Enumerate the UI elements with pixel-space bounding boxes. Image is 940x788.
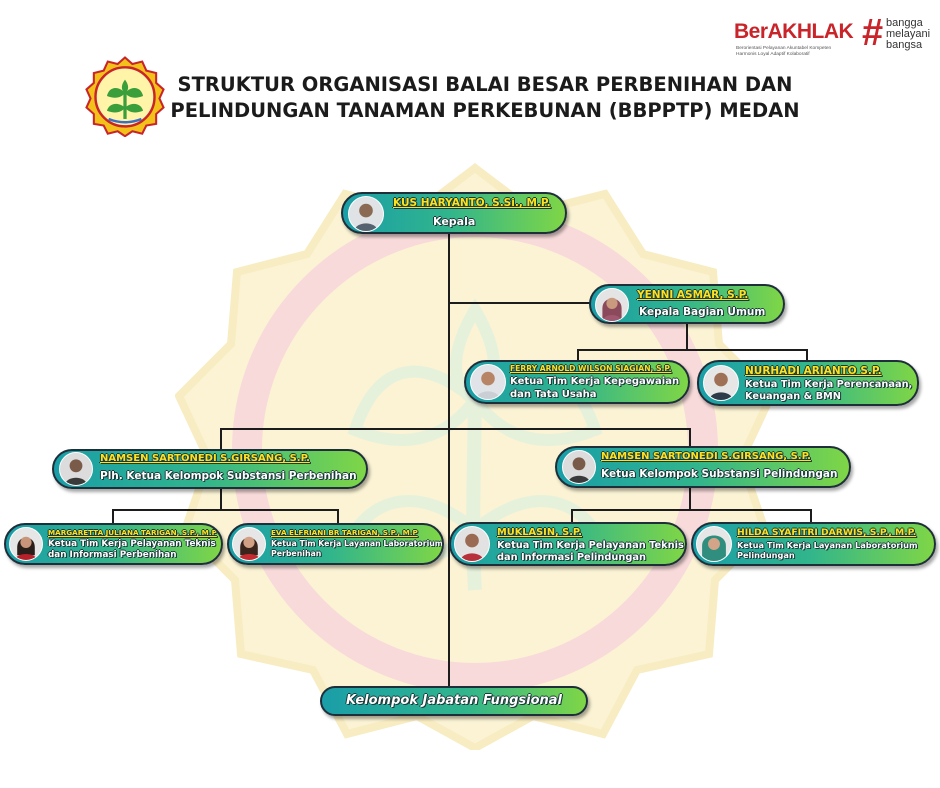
brand-name: BerAKHLAK <box>734 20 854 43</box>
avatar-photo <box>59 452 93 486</box>
node-ks-perbenihan: NAMSEN SARTONEDI S.GIRSANG, S.P. Plh. Ke… <box>52 449 368 489</box>
connector-pelindungan-down <box>689 486 691 510</box>
role-line-1: Ketua Tim Kerja Kepegawaian <box>510 376 680 387</box>
connector-pelindungan-branch <box>571 509 811 511</box>
connector-main-trunk <box>448 232 450 688</box>
avatar-photo <box>562 450 596 484</box>
berakhlak-logo: BerAKHLAK Berorientasi Pelayanan Akuntab… <box>734 12 934 60</box>
connector-to-kabag <box>448 302 592 304</box>
brand-tagline-2: Harmonis Loyal Adaptif Kolaboratif <box>736 52 810 57</box>
avatar-photo <box>232 527 266 561</box>
connector-to-perencanaan <box>806 349 808 363</box>
avatar-photo <box>9 527 43 561</box>
fungsional-label: Kelompok Jabatan Fungsional <box>345 693 563 708</box>
node-ks-pelindungan: NAMSEN SARTONEDI S.GIRSANG, S.P. Ketua K… <box>555 446 851 488</box>
brand-word-bangga: bangga <box>886 17 923 29</box>
node-kepala-bagian-umum: YENNI ASMAR, S.P. Kepala Bagian Umum <box>589 284 785 324</box>
node-kelompok-jabatan-fungsional: Kelompok Jabatan Fungsional <box>320 686 588 716</box>
connector-to-lab-perbenihan <box>337 509 339 525</box>
connector-kabag-down <box>686 322 688 350</box>
node-timker-yantek-pelindungan: MUKLASIN, S.P. Ketua Tim Kerja Pelayanan… <box>449 522 687 566</box>
connector-to-yantek-pelindungan <box>571 509 573 524</box>
connector-to-lab-pelindungan <box>810 509 812 524</box>
node-timker-lab-pelindungan: HILDA SYAFITRI DARWIS, S.P., M.P. Ketua … <box>691 522 936 566</box>
connector-to-ks-perbenihan <box>220 428 222 450</box>
person-name: YENNI ASMAR, S.P. <box>637 289 749 301</box>
page-title: STRUKTUR ORGANISASI BALAI BESAR PERBENIH… <box>160 72 810 124</box>
connector-substansi-branch <box>220 428 690 430</box>
avatar-photo <box>703 365 739 401</box>
avatar-photo <box>470 364 506 400</box>
role-line-1: Ketua Tim Kerja Layanan Laboratorium <box>271 539 443 548</box>
connector-to-kepegawaian <box>577 349 579 363</box>
node-timker-lab-perbenihan: EVA ELFRIANI BR TARIGAN, S.P., M.P Ketua… <box>227 523 444 565</box>
person-name: FERRY ARNOLD WILSON SIAGIAN, S.P. <box>510 364 672 373</box>
role-line-2: Perbenihan <box>271 549 322 558</box>
avatar-photo <box>696 526 732 562</box>
role-title: Plh. Ketua Kelompok Substansi Perbenihan <box>100 470 357 482</box>
brand-word-melayani: melayani <box>886 28 931 40</box>
role-line-2: Pelindungan <box>737 550 795 560</box>
role-line-2: Keuangan & BMN <box>745 391 842 402</box>
role-line-1: Ketua Tim Kerja Pelayanan Teknis <box>497 540 684 551</box>
person-name: MARGARETTA JULIANA TARIGAN, S.P., M.P <box>48 528 217 537</box>
avatar-photo <box>595 288 629 322</box>
connector-kabag-branch <box>577 349 807 351</box>
node-timker-kepegawaian: FERRY ARNOLD WILSON SIAGIAN, S.P. Ketua … <box>464 360 690 404</box>
node-timker-yantek-perbenihan: MARGARETTA JULIANA TARIGAN, S.P., M.P Ke… <box>4 523 223 565</box>
role-line-1: Ketua Tim Kerja Pelayanan Teknis <box>48 539 216 549</box>
title-line-1: STRUKTUR ORGANISASI BALAI BESAR PERBENIH… <box>177 73 793 96</box>
person-name: NAMSEN SARTONEDI S.GIRSANG, S.P. <box>100 453 310 464</box>
avatar-photo <box>348 196 384 232</box>
title-line-2: PELINDUNGAN TANAMAN PERKEBUNAN (BBPPTP) … <box>170 99 800 122</box>
role-line-2: dan Informasi Perbenihan <box>48 550 177 560</box>
brand-word-bangsa: bangsa <box>886 39 923 51</box>
role-line-1: Ketua Tim Kerja Perencanaan, <box>745 379 913 390</box>
role-title: Kepala Bagian Umum <box>639 306 766 318</box>
brand-hash-mark: # <box>862 12 884 54</box>
person-name: NURHADI ARIANTO S.P. <box>745 365 882 377</box>
connector-perbenihan-down <box>220 488 222 510</box>
node-timker-perencanaan: NURHADI ARIANTO S.P. Ketua Tim Kerja Per… <box>697 360 919 406</box>
role-line-2: dan Informasi Pelindungan <box>497 552 646 563</box>
connector-perbenihan-branch <box>112 509 338 511</box>
role-title: Ketua Kelompok Substansi Pelindungan <box>601 468 838 480</box>
person-name: MUKLASIN, S.P. <box>497 527 583 538</box>
role-line-2: dan Tata Usaha <box>510 389 597 400</box>
person-name: EVA ELFRIANI BR TARIGAN, S.P., M.P <box>271 528 418 537</box>
role-line-1: Ketua Tim Kerja Layanan Laboratorium <box>737 540 918 550</box>
avatar-photo <box>454 526 490 562</box>
person-name: HILDA SYAFITRI DARWIS, S.P., M.P. <box>737 527 917 538</box>
person-name: NAMSEN SARTONEDI S.GIRSANG, S.P. <box>601 451 811 462</box>
brand-tagline-1: Berorientasi Pelayanan Akuntabel Kompete… <box>736 46 832 51</box>
kementan-seal-logo <box>85 56 165 137</box>
role-title: Kepala <box>433 215 476 228</box>
connector-to-ks-pelindungan <box>689 428 691 448</box>
person-name: KUS HARYANTO, S.Si., M.P. <box>393 197 551 209</box>
connector-to-yantek-perbenihan <box>112 509 114 525</box>
node-kepala: KUS HARYANTO, S.Si., M.P. Kepala <box>341 192 567 234</box>
